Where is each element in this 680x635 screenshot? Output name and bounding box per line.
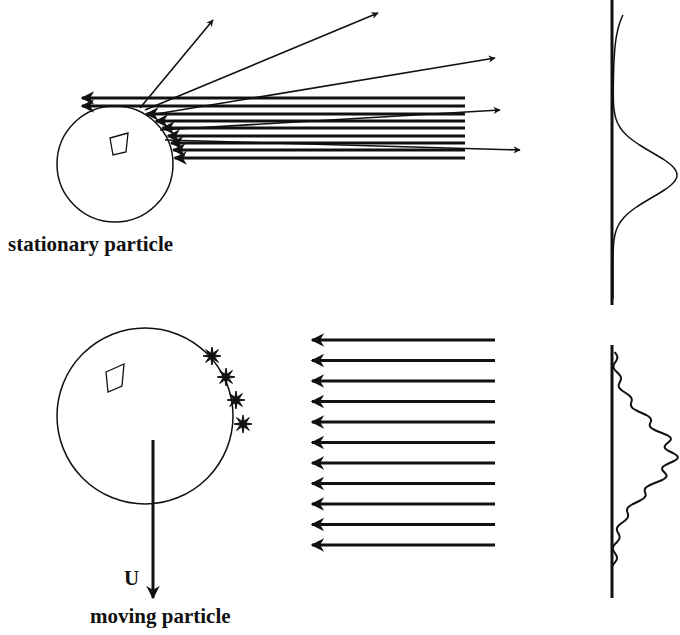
- ray-arrow: [175, 157, 465, 160]
- ray-arrow: [312, 359, 495, 362]
- ray-arrow: [312, 462, 495, 465]
- ray-arrow: [312, 503, 495, 506]
- moving-particle: [57, 328, 233, 504]
- ray-arrow: [82, 97, 465, 100]
- velocity-label: U: [124, 566, 139, 591]
- ray-arrow: [312, 400, 495, 403]
- burst-symbol: [217, 368, 235, 386]
- burst-symbol: [227, 391, 245, 409]
- screen: [611, 345, 614, 598]
- ray-arrow: [82, 105, 465, 108]
- fringe-curve: [612, 352, 678, 570]
- burst-symbol: [203, 347, 221, 365]
- velocity-arrow: [152, 440, 155, 598]
- emission-bursts: [203, 347, 252, 433]
- ray-arrow: [168, 135, 465, 138]
- intensity-curve: [613, 15, 677, 299]
- ray-arrow: [312, 482, 495, 485]
- ray-arrow: [312, 523, 495, 526]
- stationary-particle: [57, 106, 173, 222]
- scattered-rays: [140, 13, 520, 150]
- ray-arrow: [173, 149, 465, 152]
- incident-rays: [82, 98, 465, 158]
- ray-arrow: [312, 544, 495, 547]
- ray-arrow: [312, 380, 495, 383]
- caption-label: moving particle: [90, 604, 231, 629]
- ray-arrow: [312, 441, 495, 444]
- ray-arrow: [312, 421, 495, 424]
- incident-rays: [312, 340, 495, 545]
- ray-arrow: [312, 339, 495, 342]
- caption-label: stationary particle: [8, 232, 173, 257]
- burst-symbol: [234, 415, 252, 433]
